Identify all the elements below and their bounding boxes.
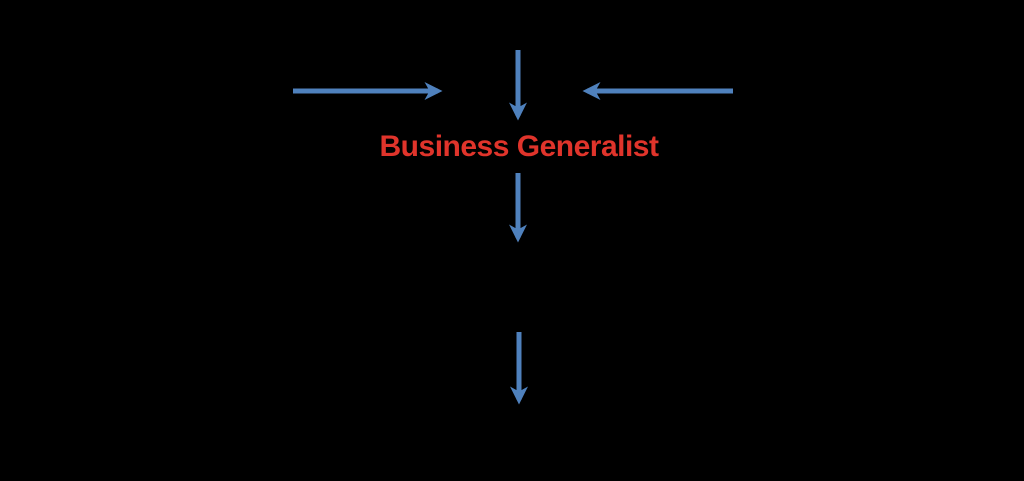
center-label: Business Generalist	[379, 130, 659, 163]
arrow-layer	[293, 50, 733, 405]
